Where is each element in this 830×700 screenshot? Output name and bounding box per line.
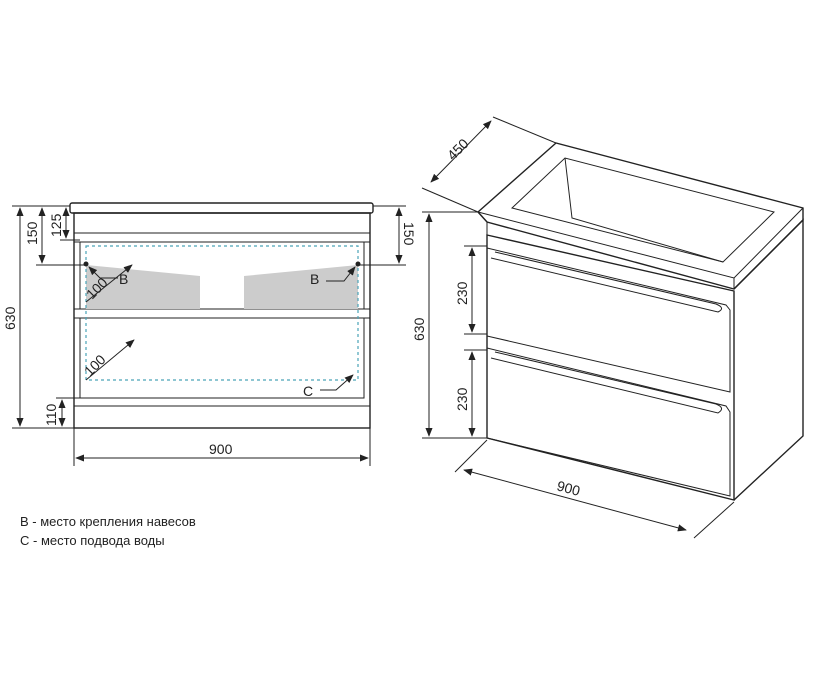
front-lower-drawer-opening (79, 317, 365, 399)
legend: B - место крепления навесов C - место по… (20, 512, 196, 550)
front-c-label: C (303, 383, 313, 399)
iso-lower-drawer-handle (490, 351, 722, 414)
iso-width-label: 900 (555, 477, 582, 499)
front-inset-lower-dim (85, 339, 135, 381)
front-width-label: 900 (209, 441, 233, 457)
front-b-label-left: B (119, 271, 128, 287)
front-right-hanging-zone (244, 265, 358, 309)
iso-upper-drawer (486, 247, 731, 393)
front-cabinet-body (73, 212, 371, 429)
iso-countertop-top-edge (477, 207, 804, 279)
iso-view: 450 630 230 230 900 (411, 116, 804, 539)
iso-countertop-front-edge (477, 211, 488, 223)
iso-depth-label: 450 (444, 135, 472, 163)
front-offset-inner-label: 125 (48, 213, 64, 237)
front-plinth-label: 110 (43, 403, 59, 426)
iso-basin-rim (510, 157, 775, 263)
iso-ext-depth-front (421, 187, 479, 213)
front-offset-outer-label: 150 (24, 221, 40, 245)
front-b-point-left (83, 261, 89, 267)
front-inset-upper-dim (85, 264, 133, 303)
iso-lower-drawer (486, 347, 731, 497)
front-countertop (69, 202, 374, 214)
legend-item-b: B - место крепления навесов (20, 514, 196, 529)
iso-cabinet-side (733, 218, 804, 501)
iso-drawer-lower-label: 230 (454, 387, 470, 411)
iso-ext-depth-back (492, 116, 557, 144)
iso-ext-width-right (693, 501, 735, 539)
iso-cabinet-front (486, 234, 735, 501)
iso-drawer-upper-label: 230 (454, 281, 470, 305)
front-inset-lower-label: 100 (81, 351, 109, 379)
front-b-label-right: B (310, 271, 319, 287)
front-height-label: 630 (2, 306, 18, 330)
iso-depth-dim (430, 120, 492, 183)
iso-ext-width-left (454, 439, 488, 473)
iso-countertop-outline (477, 142, 804, 290)
front-view: B B C 100 100 630 150 125 110 150 (2, 202, 417, 466)
front-dashed-outline (85, 245, 359, 381)
iso-height-label: 630 (411, 317, 427, 341)
iso-basin-inner (564, 157, 724, 263)
iso-width-dim (463, 468, 687, 532)
front-c-leader (320, 374, 354, 391)
legend-item-c: C - место подвода воды (20, 533, 165, 548)
iso-upper-drawer-handle (490, 251, 722, 313)
front-b-leader-left (88, 266, 118, 279)
front-left-hanging-zone (86, 265, 200, 309)
front-offset-right-label: 150 (401, 222, 417, 246)
front-b-point-right (355, 261, 361, 267)
front-b-leader-right (326, 266, 356, 282)
